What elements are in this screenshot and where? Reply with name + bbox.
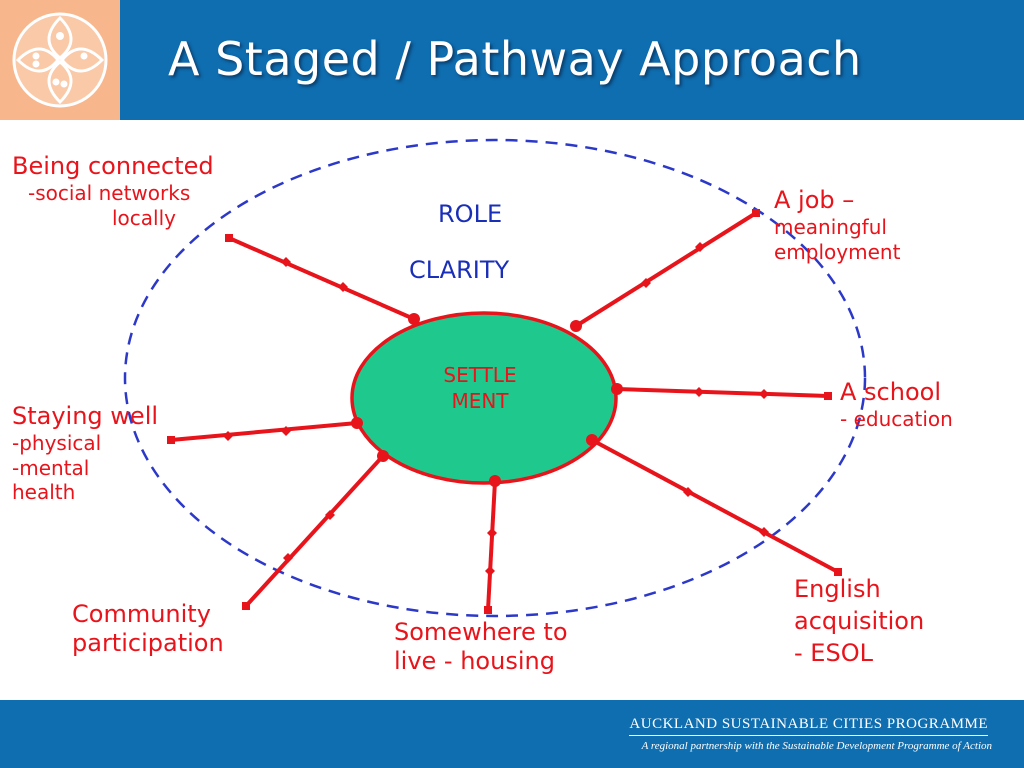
flower-petals-logo-icon (12, 12, 108, 108)
spokes (170, 211, 839, 611)
spoke-housing (486, 480, 497, 611)
hub-dots (351, 313, 623, 487)
label-community: Community participation (72, 600, 224, 658)
spoke-staying-well (170, 421, 358, 442)
clarity-label: CLARITY (409, 256, 510, 284)
label-being-connected: Being connected -social networks locally (12, 152, 214, 230)
logo-box (0, 0, 120, 120)
settlement-label: SETTLE MENT (443, 363, 517, 413)
label-staying-well: Staying well -physical -mental health (12, 402, 159, 505)
label-job: A job – meaningful employment (774, 186, 901, 264)
footer-title: AUCKLAND SUSTAINABLE CITIES PROGRAMME (629, 716, 988, 736)
spoke-school (616, 387, 829, 398)
header-bar: A Staged / Pathway Approach (0, 0, 1024, 120)
pathway-diagram (123, 138, 867, 618)
label-school: A school - education (840, 378, 953, 432)
spoke-markers (223, 242, 769, 576)
role-label: ROLE (438, 200, 503, 228)
spoke-community (244, 454, 385, 608)
spoke-connected (228, 236, 415, 321)
footer-bar: AUCKLAND SUSTAINABLE CITIES PROGRAMME A … (0, 700, 1024, 768)
label-english: English acquisition - ESOL (794, 575, 925, 667)
footer-subtitle: A regional partnership with the Sustaina… (641, 740, 992, 752)
spoke-english (591, 438, 839, 574)
page-title: A Staged / Pathway Approach (168, 32, 862, 86)
spoke-job (574, 211, 758, 328)
settlement-hub (350, 311, 618, 485)
outer-endpoints (167, 209, 842, 614)
label-housing: Somewhere to live - housing (394, 618, 568, 676)
dashed-ring (123, 138, 867, 618)
